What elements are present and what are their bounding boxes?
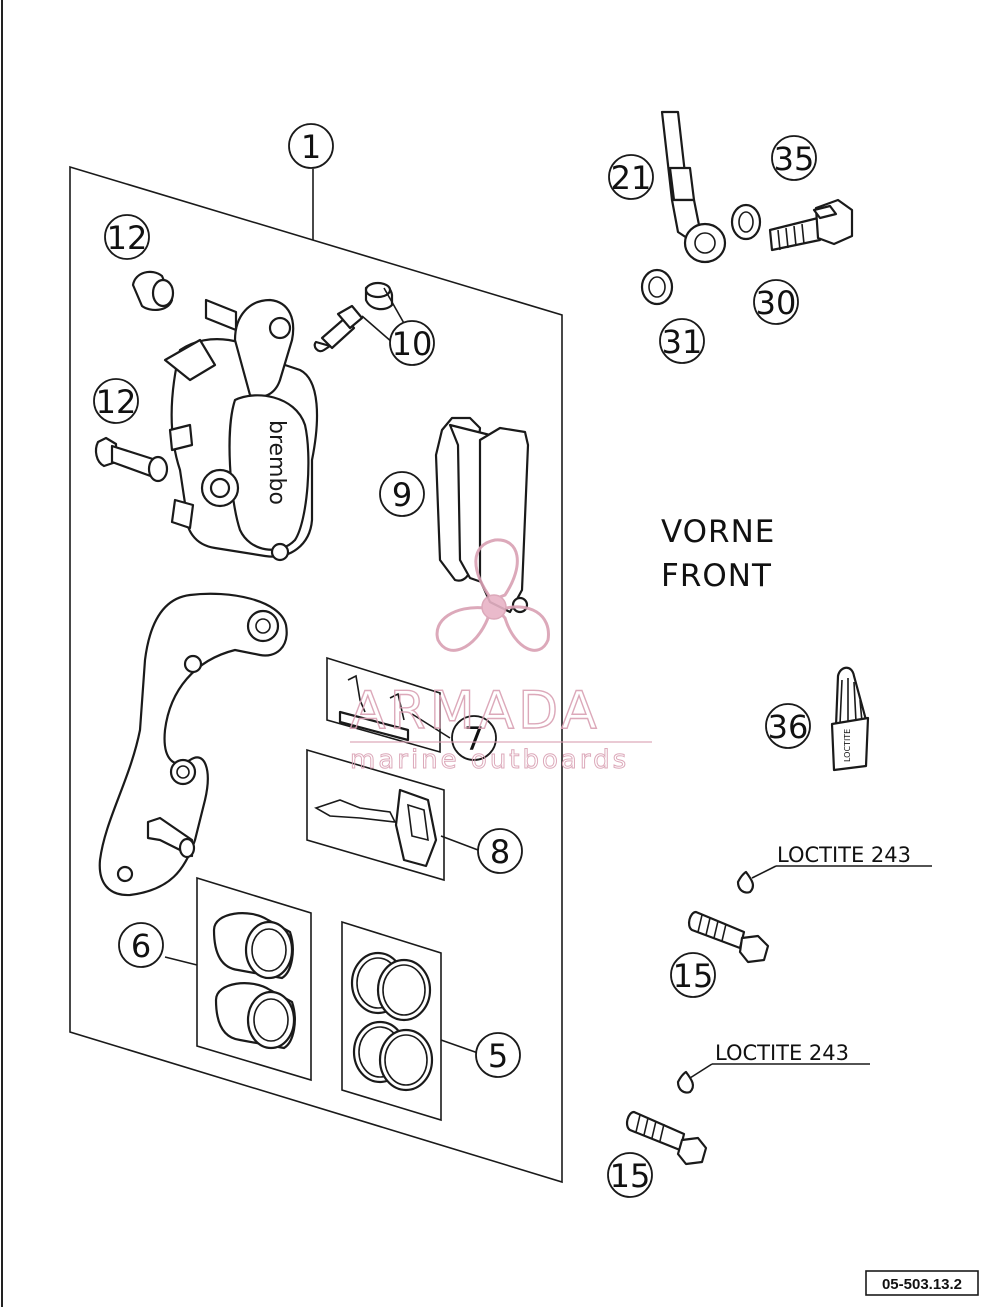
label-vorne: VORNE — [661, 514, 775, 550]
callout-15-lower: 15 — [607, 1152, 653, 1198]
callout-number: 6 — [131, 927, 151, 965]
callout-12-pin: 12 — [93, 378, 139, 424]
callout-31: 31 — [659, 318, 705, 364]
brake-caliper: brembo — [163, 298, 319, 562]
callout-6: 6 — [118, 922, 164, 968]
watermark-name: ARMADA — [350, 681, 601, 741]
pad-spring-parts — [314, 788, 438, 868]
callout-36: 36 — [765, 703, 811, 749]
piston-seals — [350, 951, 434, 1092]
copper-washers — [640, 203, 762, 306]
callout-number: 10 — [392, 325, 433, 363]
callout-10: 10 — [389, 320, 435, 366]
callout-number: 12 — [107, 219, 148, 257]
callout-number: 7 — [464, 720, 484, 758]
mounting-bolt-lower — [625, 1070, 708, 1166]
callout-number: 12 — [96, 383, 137, 421]
callout-number: 30 — [756, 284, 797, 322]
pad-pin-parts — [338, 674, 410, 742]
loctite-note-lower: LOCTITE 243 — [715, 1041, 849, 1065]
loctite-note-upper: LOCTITE 243 — [777, 843, 911, 867]
leader-lines — [164, 169, 932, 1079]
reference-number: 05-503.13.2 — [882, 1276, 962, 1293]
brand-lettering: brembo — [264, 420, 289, 505]
callout-1: 1 — [288, 123, 334, 169]
reference-box: 05-503.13.2 — [865, 1270, 979, 1296]
callout-number: 15 — [610, 1157, 651, 1195]
callout-21: 21 — [608, 154, 654, 200]
callout-number: 5 — [488, 1037, 508, 1075]
callout-5: 5 — [475, 1032, 521, 1078]
callout-number: 1 — [301, 128, 321, 166]
brake-line — [660, 110, 727, 264]
bleed-screw — [313, 304, 364, 353]
callout-number: 36 — [768, 708, 809, 746]
banjo-bolt — [768, 198, 854, 252]
mounting-bolt-upper — [687, 870, 770, 964]
callout-35: 35 — [771, 135, 817, 181]
seal-kit-box — [341, 920, 442, 1122]
watermark-tagline: marine outboards — [350, 745, 629, 775]
bleed-cap-top — [364, 281, 392, 299]
callout-9: 9 — [379, 471, 425, 517]
callout-number: 35 — [774, 140, 815, 178]
loctite-bottle: LOCTITE — [830, 666, 870, 772]
piston-kit-box — [196, 876, 312, 1082]
callout-number: 9 — [392, 476, 412, 514]
pad-pin-kit-box — [326, 656, 441, 754]
callout-8: 8 — [477, 828, 523, 874]
caliper-kit-panel — [69, 165, 563, 1184]
guide-pin — [94, 436, 169, 483]
caliper-carrier — [98, 592, 288, 897]
callout-number: 8 — [490, 833, 510, 871]
bottle-label: LOCTITE — [843, 729, 852, 762]
callout-7: 7 — [451, 715, 497, 761]
callout-30: 30 — [753, 279, 799, 325]
brake-pads — [434, 416, 530, 614]
callout-number: 21 — [611, 159, 652, 197]
callout-15-upper: 15 — [670, 952, 716, 998]
pistons — [212, 912, 296, 1050]
callout-12-top: 12 — [104, 214, 150, 260]
dust-grommet — [131, 270, 175, 312]
callout-number: 31 — [662, 323, 703, 361]
watermark-logo: ARMADA marine outboards — [349, 538, 652, 776]
propeller-icon — [435, 538, 550, 652]
callout-number: 15 — [673, 957, 714, 995]
label-front: FRONT — [661, 558, 772, 594]
